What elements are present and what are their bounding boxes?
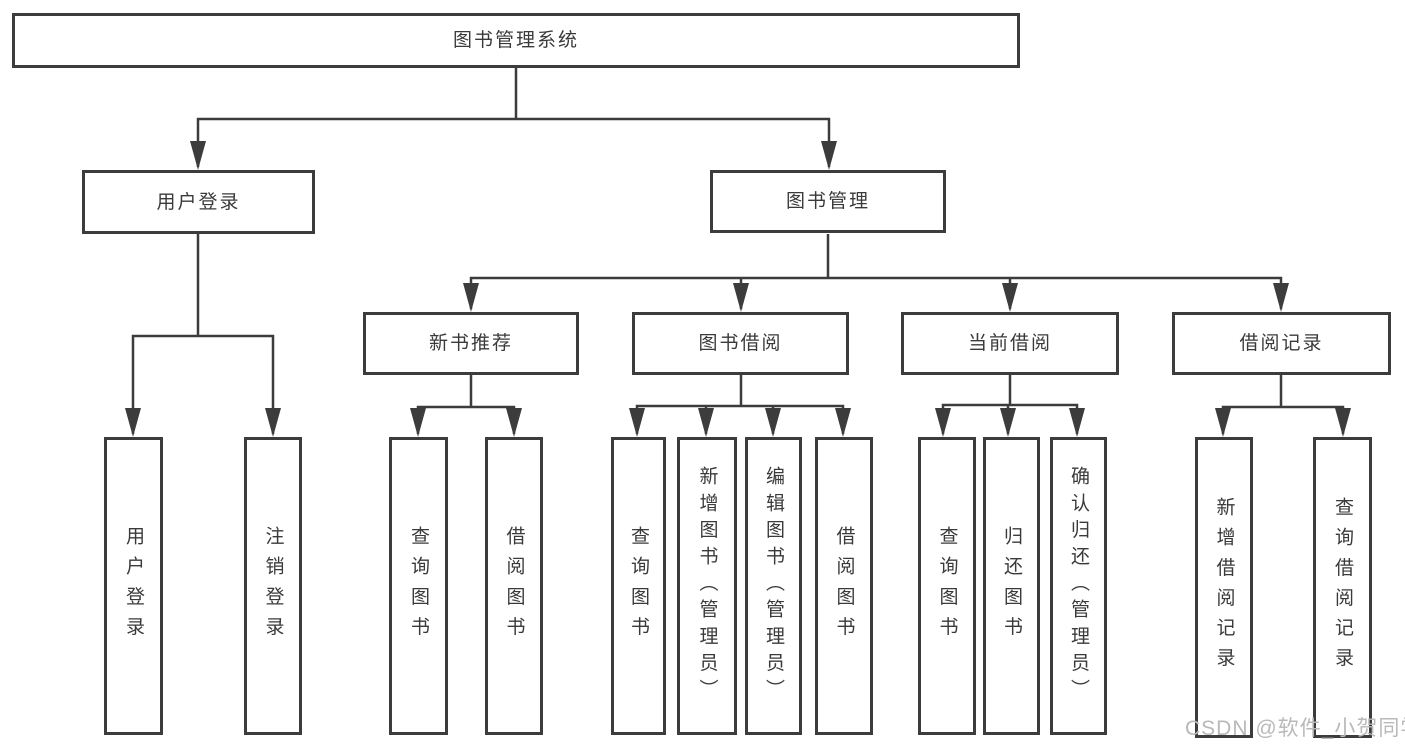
node-label: 查询图书 [628,525,649,647]
node-book-management: 图书管理 [710,170,946,233]
node-label: 用户登录 [123,525,144,647]
leaf-query-books-borrowing: 查询图书 [611,437,666,735]
node-label: 查询图书 [936,525,958,647]
node-label: 图书管理系统 [452,30,579,51]
node-label: 当前借阅 [967,333,1052,354]
node-current-borrowing: 当前借阅 [901,312,1119,375]
node-label: 借阅图书 [833,525,855,647]
leaf-logout: 注销登录 [244,437,302,735]
node-label: 借阅记录 [1239,333,1324,354]
node-borrowing-records: 借阅记录 [1172,312,1391,375]
leaf-borrow-books-recommend: 借阅图书 [485,437,543,735]
leaf-confirm-return-admin: 确认归还（管理员） [1050,437,1107,735]
node-label: 用户登录 [156,191,241,213]
node-label: 确认归还（管理员） [1068,466,1089,706]
leaf-query-books-current: 查询图书 [918,437,976,735]
node-book-borrowing: 图书借阅 [632,312,849,375]
node-library-management-system: 图书管理系统 [12,13,1020,68]
watermark: CSDN @软件_小贺同学 [1185,717,1405,740]
node-label: 编辑图书（管理员） [763,466,784,706]
leaf-borrow-books: 借阅图书 [815,437,873,735]
node-new-book-recommendation: 新书推荐 [363,312,579,375]
leaf-query-books-recommend: 查询图书 [389,437,448,735]
leaf-add-books-admin: 新增图书（管理员） [677,437,737,735]
node-user-login: 用户登录 [82,170,315,234]
leaf-add-borrow-record: 新增借阅记录 [1195,437,1253,738]
leaf-user-login: 用户登录 [104,437,163,735]
node-label: 借阅图书 [503,525,525,647]
node-label: 注销登录 [262,525,284,647]
node-label: 归还图书 [1001,525,1022,647]
node-label: 查询图书 [408,525,429,647]
leaf-edit-books-admin: 编辑图书（管理员） [745,437,802,735]
node-label: 图书管理 [785,191,870,212]
node-label: 新增借阅记录 [1213,497,1235,678]
node-label: 新书推荐 [428,333,513,354]
arrowheads [125,141,1351,437]
node-label: 查询借阅记录 [1332,497,1353,678]
leaf-query-borrow-record: 查询借阅记录 [1313,437,1372,738]
leaf-return-books: 归还图书 [983,437,1040,735]
node-label: 图书借阅 [698,333,783,354]
node-label: 新增图书（管理员） [696,466,718,706]
